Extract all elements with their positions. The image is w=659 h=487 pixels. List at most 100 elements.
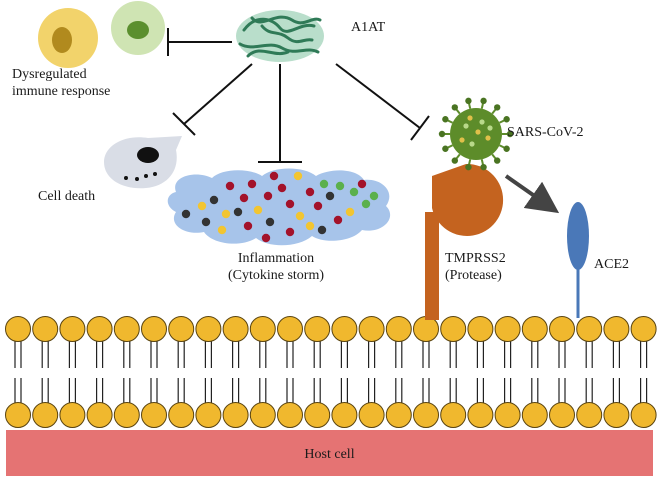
cytokine-dot xyxy=(239,193,249,203)
cytokine-dot xyxy=(217,225,227,235)
spike-protein xyxy=(493,157,501,164)
cytokine-dot xyxy=(305,221,315,231)
cytokine-dot xyxy=(261,233,271,243)
inhibit-protease-bar xyxy=(410,115,430,141)
lipid-head-outer xyxy=(195,316,222,342)
lipid-bilayer xyxy=(5,316,657,428)
cytokine-dot xyxy=(247,179,257,189)
binding-arrow xyxy=(504,174,560,214)
spike-protein xyxy=(480,97,487,105)
lipid-head-inner xyxy=(86,402,113,428)
spike-protein xyxy=(451,157,459,164)
lipid-head-outer xyxy=(630,316,657,342)
lipid-head-outer xyxy=(358,316,385,342)
lipid-head-inner xyxy=(32,402,59,428)
lipid-head-outer xyxy=(521,316,548,342)
lipid-head-inner xyxy=(222,402,249,428)
cytokine-dot xyxy=(313,201,323,211)
cytokine-dot xyxy=(345,207,355,217)
ace2-receptor xyxy=(567,202,589,318)
sars-cov-2-virus xyxy=(438,97,514,171)
host-cell xyxy=(6,430,653,476)
lipid-head-outer xyxy=(86,316,113,342)
cytokine-dot xyxy=(285,227,295,237)
cytokine-dot xyxy=(253,205,263,215)
spike-protein xyxy=(465,163,472,171)
cytokine-dot xyxy=(317,225,327,235)
lipid-head-outer xyxy=(141,316,167,342)
inhibit-protease-line xyxy=(335,63,421,129)
lipid-head-outer xyxy=(304,316,331,342)
cytokine-dot xyxy=(325,191,335,201)
lipid-head-inner xyxy=(630,402,657,428)
inhibit-death-bar xyxy=(172,112,196,136)
lipid-head-inner xyxy=(467,402,494,428)
cytokine-dot xyxy=(197,201,207,211)
cytokine-dot xyxy=(277,183,287,193)
spike-protein xyxy=(503,116,510,123)
lipid-head-outer xyxy=(168,316,195,342)
tmprss2-label-line1: TMPRSS2 xyxy=(445,251,506,266)
cytokine-dots xyxy=(181,171,379,243)
inflammation-label-line2: (Cytokine storm) xyxy=(227,268,325,283)
dying-cell xyxy=(104,136,182,189)
cytokine-dot xyxy=(369,191,379,201)
immune-label-line1: Dysregulated xyxy=(12,67,87,82)
lipid-head-outer xyxy=(331,316,358,342)
lipid-head-outer xyxy=(222,316,249,342)
cytokine-dot xyxy=(243,221,253,231)
lipid-head-inner xyxy=(141,402,167,428)
immune-cells xyxy=(38,1,165,68)
lipid-head-inner xyxy=(249,402,276,428)
lipid-head-outer xyxy=(440,316,467,342)
lipid-head-outer xyxy=(549,316,575,342)
lipid-head-outer xyxy=(494,316,521,342)
cell-death-label: Cell death xyxy=(38,189,96,204)
cytokine-dot xyxy=(349,187,359,197)
a1at-label: A1AT xyxy=(351,20,386,35)
lipid-head-inner xyxy=(385,402,412,428)
cytokine-dot xyxy=(221,209,231,219)
cytokine-dot xyxy=(201,217,211,227)
cytokine-dot xyxy=(357,179,367,189)
tmprss2-protease xyxy=(425,163,504,320)
cytokine-dot xyxy=(233,207,243,217)
immune-label-line2: immune response xyxy=(12,84,111,99)
cytokine-dot xyxy=(181,209,191,219)
spike-protein xyxy=(506,130,514,138)
lipid-head-outer xyxy=(413,316,439,342)
cytokine-dot xyxy=(293,171,303,181)
cytokine-dot xyxy=(319,179,329,189)
cytokine-dot xyxy=(361,199,371,209)
lipid-head-inner xyxy=(195,402,222,428)
lipid-head-outer xyxy=(249,316,276,342)
lipid-head-inner xyxy=(549,402,575,428)
host-cell-label: Host cell xyxy=(304,447,355,462)
lipid-head-inner xyxy=(440,402,467,428)
lipid-head-inner xyxy=(358,402,385,428)
lipid-head-inner xyxy=(521,402,548,428)
lipid-head-inner xyxy=(59,402,86,428)
lipid-head-inner xyxy=(413,402,439,428)
tmprss2-label-line2: (Protease) xyxy=(445,268,502,283)
spike-protein xyxy=(480,163,487,171)
cytokine-dot xyxy=(295,211,305,221)
cytokine-dot xyxy=(263,191,273,201)
lipid-head-inner xyxy=(494,402,521,428)
lipid-head-outer xyxy=(5,316,31,342)
spike-protein xyxy=(451,104,459,111)
lipid-head-outer xyxy=(576,316,603,342)
cytokine-dot xyxy=(209,195,219,205)
lipid-head-outer xyxy=(113,316,140,342)
lipid-head-inner xyxy=(331,402,358,428)
lipid-head-inner xyxy=(113,402,140,428)
lipid-head-outer xyxy=(277,316,303,342)
lipid-head-outer xyxy=(603,316,630,342)
lipid-head-outer xyxy=(467,316,494,342)
lipid-head-outer xyxy=(32,316,59,342)
spike-protein xyxy=(442,116,449,123)
cytokine-dot xyxy=(269,171,279,181)
cytokine-dot xyxy=(305,187,315,197)
